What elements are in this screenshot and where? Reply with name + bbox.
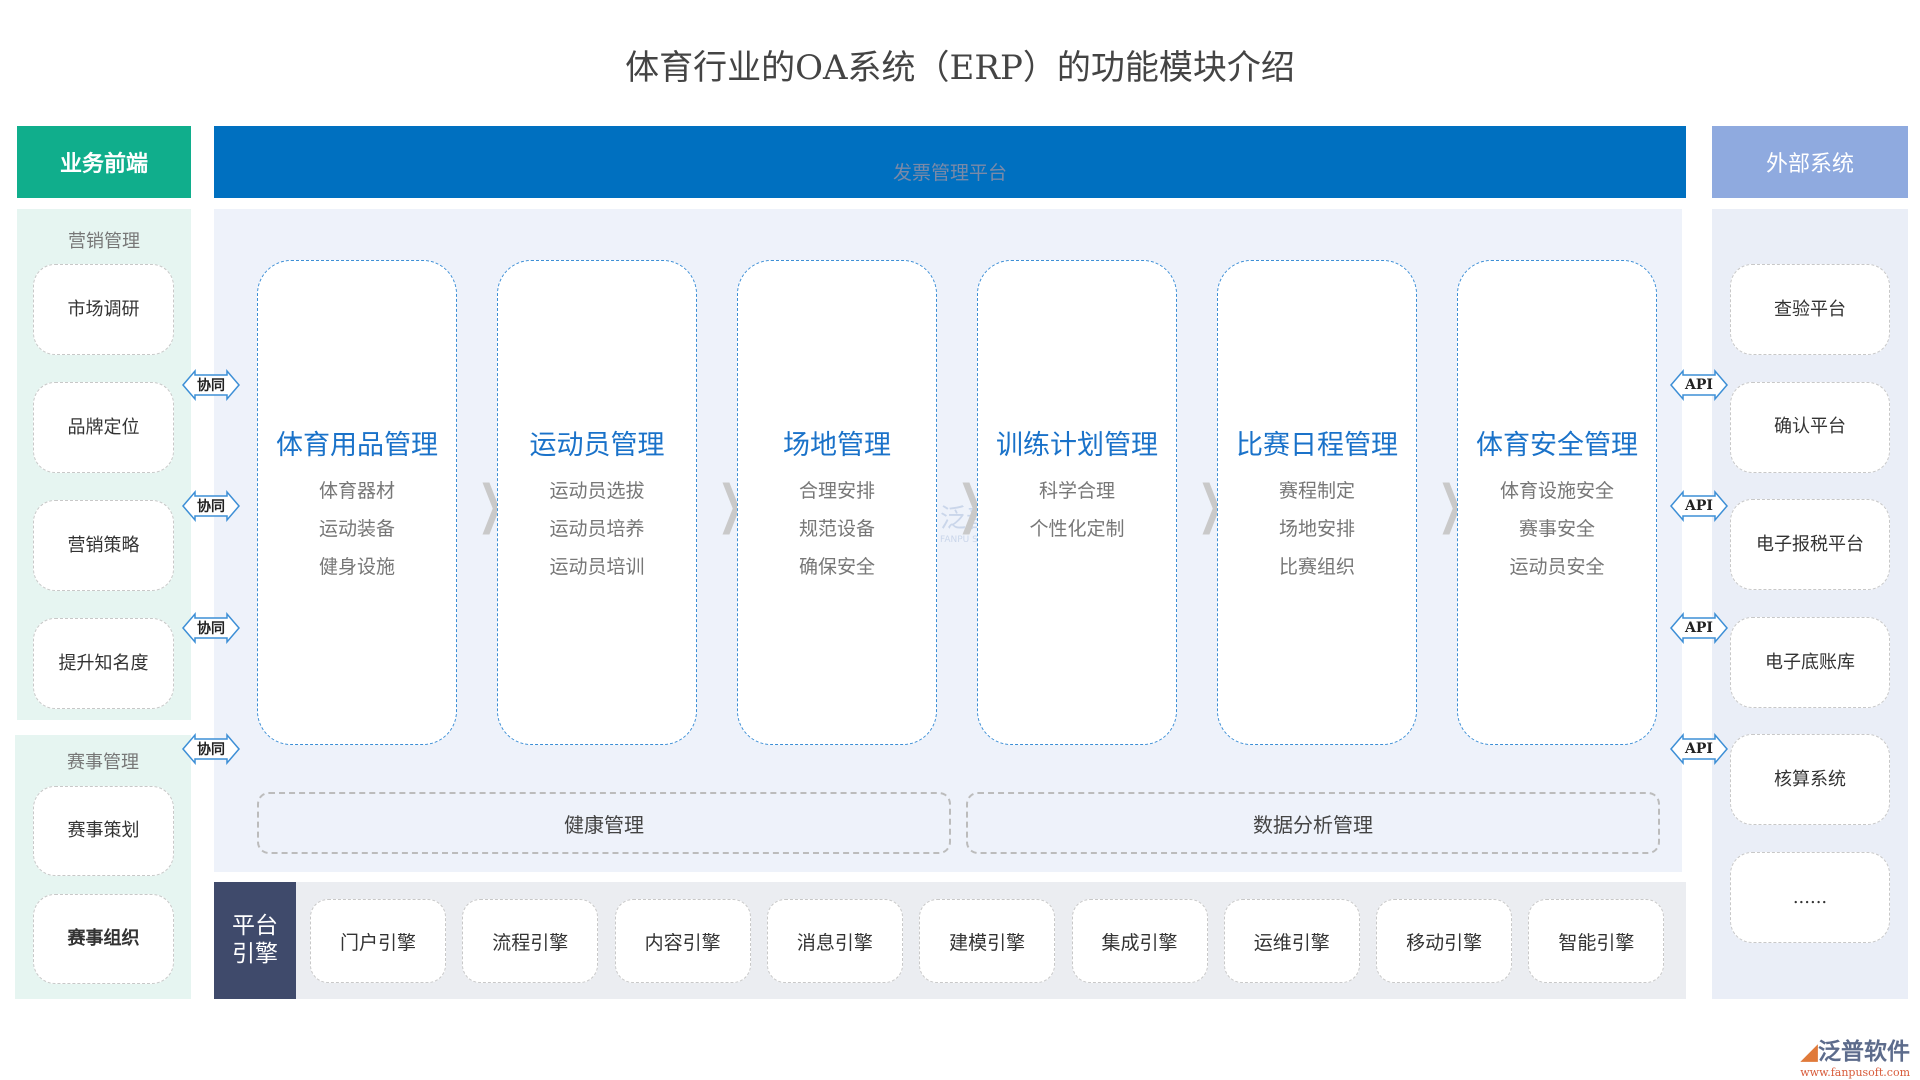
module-item: 体育器材 xyxy=(318,480,395,502)
sync-connector-icon: 协同 xyxy=(181,489,241,523)
front-item[interactable]: 市场调研 xyxy=(33,264,174,355)
sync-label: 协同 xyxy=(197,378,225,394)
module-card[interactable]: 场地管理合理安排规范设备确保安全 xyxy=(737,260,937,745)
sync-connector-icon: 协同 xyxy=(181,368,241,402)
module-item: 比赛组织 xyxy=(1278,556,1355,578)
engine-item[interactable]: 门户引擎 xyxy=(310,899,446,983)
module-item: 确保安全 xyxy=(798,556,875,578)
engine-item[interactable]: 集成引擎 xyxy=(1071,899,1208,983)
front-item[interactable]: 提升知名度 xyxy=(33,618,174,709)
api-label: API xyxy=(1685,741,1713,757)
fanpu-logo: ◢泛普软件 www.fanpusoft.com xyxy=(1800,1039,1910,1079)
api-connector-icon: API xyxy=(1669,489,1729,523)
module-item: 健身设施 xyxy=(318,556,395,578)
module-item: 合理安排 xyxy=(798,480,875,502)
module-item: 运动员培养 xyxy=(549,518,645,540)
sync-connector-icon: 协同 xyxy=(181,611,241,645)
sync-label: 协同 xyxy=(197,742,225,758)
module-item: 运动员培训 xyxy=(549,556,645,578)
module-card[interactable]: 比赛日程管理赛程制定场地安排比赛组织 xyxy=(1217,260,1417,745)
engine-item[interactable]: 移动引擎 xyxy=(1376,899,1513,983)
module-card[interactable]: 运动员管理运动员选拔运动员培养运动员培训 xyxy=(497,260,697,745)
engine-item[interactable]: 内容引擎 xyxy=(614,899,751,983)
sync-connector-icon: 协同 xyxy=(181,732,241,766)
bottom-module[interactable]: 健康管理 xyxy=(257,792,951,854)
front-header: 业务前端 xyxy=(17,126,191,198)
module-title: 比赛日程管理 xyxy=(1236,430,1398,461)
module-item: 个性化定制 xyxy=(1029,518,1125,540)
module-title: 场地管理 xyxy=(783,430,891,461)
module-item: 运动员安全 xyxy=(1509,556,1605,578)
module-card[interactable]: 训练计划管理科学合理个性化定制 xyxy=(977,260,1177,745)
front-item[interactable]: 赛事策划 xyxy=(33,786,174,876)
api-label: API xyxy=(1685,377,1713,393)
platform-engine-label: 平台引擎 xyxy=(214,882,296,999)
module-title: 训练计划管理 xyxy=(996,430,1158,461)
external-item[interactable]: 确认平台 xyxy=(1730,381,1890,473)
api-label: API xyxy=(1685,498,1713,514)
external-header: 外部系统 xyxy=(1712,126,1908,198)
logo-icon: ◢ xyxy=(1800,1039,1818,1065)
sync-label: 协同 xyxy=(197,499,225,515)
api-connector-icon: API xyxy=(1669,732,1729,766)
module-item: 运动装备 xyxy=(318,518,395,540)
module-item: 运动员选拔 xyxy=(549,480,645,502)
external-item[interactable]: 电子底账库 xyxy=(1730,616,1890,708)
api-connector-icon: API xyxy=(1669,611,1729,645)
module-title: 体育用品管理 xyxy=(276,430,438,461)
module-title: 体育安全管理 xyxy=(1476,430,1638,461)
external-item[interactable]: 核算系统 xyxy=(1730,734,1890,826)
section-title: 营销管理 xyxy=(68,231,140,252)
section-title: 赛事管理 xyxy=(67,752,139,773)
api-connector-icon: API xyxy=(1669,368,1729,402)
page-title: 体育行业的OA系统（ERP）的功能模块介绍 xyxy=(625,48,1295,88)
front-item[interactable]: 赛事组织 xyxy=(33,894,174,984)
api-label: API xyxy=(1685,620,1713,636)
module-item: 规范设备 xyxy=(798,518,875,540)
engine-item[interactable]: 建模引擎 xyxy=(919,899,1056,983)
engine-item[interactable]: 流程引擎 xyxy=(462,899,599,983)
module-item: 科学合理 xyxy=(1038,480,1115,502)
invoice-platform-label: 发票管理平台 xyxy=(892,161,1007,184)
external-item[interactable]: ...... xyxy=(1730,852,1890,943)
module-card[interactable]: 体育用品管理体育器材运动装备健身设施 xyxy=(257,260,457,745)
engine-item[interactable]: 运维引擎 xyxy=(1223,899,1360,983)
module-item: 体育设施安全 xyxy=(1499,480,1614,502)
external-item[interactable]: 查验平台 xyxy=(1730,264,1890,355)
module-title: 运动员管理 xyxy=(529,430,665,461)
engine-item[interactable]: 智能引擎 xyxy=(1528,899,1665,983)
front-item[interactable]: 品牌定位 xyxy=(33,382,174,473)
engine-item[interactable]: 消息引擎 xyxy=(766,899,903,983)
module-card[interactable]: 体育安全管理体育设施安全赛事安全运动员安全 xyxy=(1457,260,1657,745)
front-item[interactable]: 营销策略 xyxy=(33,500,174,591)
invoice-platform-bar: 发票管理平台 xyxy=(214,126,1686,198)
module-item: 场地安排 xyxy=(1278,518,1355,540)
external-item[interactable]: 电子报税平台 xyxy=(1730,499,1890,591)
bottom-module[interactable]: 数据分析管理 xyxy=(966,792,1660,854)
core-modules-panel xyxy=(214,209,1682,872)
module-item: 赛事安全 xyxy=(1518,518,1595,540)
sync-label: 协同 xyxy=(197,621,225,637)
module-item: 赛程制定 xyxy=(1278,480,1355,502)
